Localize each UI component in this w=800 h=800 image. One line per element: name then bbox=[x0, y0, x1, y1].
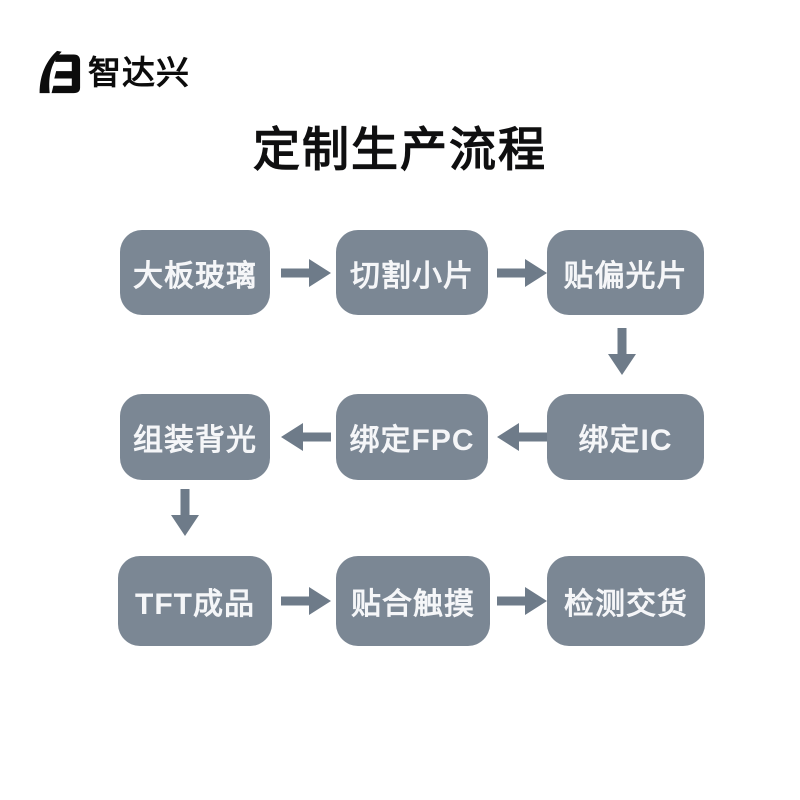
step-label: 切割小片 bbox=[350, 259, 474, 293]
step-attach-polarizer: 贴偏光片 bbox=[547, 230, 704, 315]
step-label: 绑定IC bbox=[578, 424, 673, 457]
arrow-left-icon bbox=[281, 423, 331, 451]
step-inspect-deliver: 检测交货 bbox=[547, 556, 705, 646]
brand-logo-text: 智达兴 bbox=[88, 53, 190, 91]
arrow-right-icon bbox=[497, 259, 547, 287]
step-label: 贴偏光片 bbox=[563, 259, 688, 293]
arrow-right-icon bbox=[497, 587, 547, 615]
arrow-down-icon bbox=[608, 328, 636, 375]
step-large-glass: 大板玻璃 bbox=[120, 230, 270, 315]
brand-logo-icon bbox=[39, 50, 81, 94]
step-bind-ic: 绑定IC bbox=[547, 394, 704, 480]
step-cut-small-pieces: 切割小片 bbox=[336, 230, 488, 315]
arrow-right-icon bbox=[281, 259, 331, 287]
step-label: TFT成品 bbox=[135, 588, 255, 621]
step-label: 大板玻璃 bbox=[133, 259, 257, 293]
arrow-right-icon bbox=[281, 587, 331, 615]
step-label: 检测交货 bbox=[564, 588, 688, 621]
step-touch-lamination: 贴合触摸 bbox=[336, 556, 490, 646]
page-title: 定制生产流程 bbox=[253, 123, 547, 176]
step-label: 绑定FPC bbox=[349, 424, 475, 457]
step-bind-fpc: 绑定FPC bbox=[336, 394, 488, 480]
brand-logo: 智达兴 bbox=[35, 48, 190, 96]
arrow-left-icon bbox=[497, 423, 547, 451]
step-label: 贴合触摸 bbox=[351, 588, 475, 621]
arrow-down-icon bbox=[171, 489, 199, 536]
step-tft-finished: TFT成品 bbox=[118, 556, 272, 646]
step-label: 组装背光 bbox=[133, 424, 257, 457]
step-assemble-backlight: 组装背光 bbox=[120, 394, 270, 480]
